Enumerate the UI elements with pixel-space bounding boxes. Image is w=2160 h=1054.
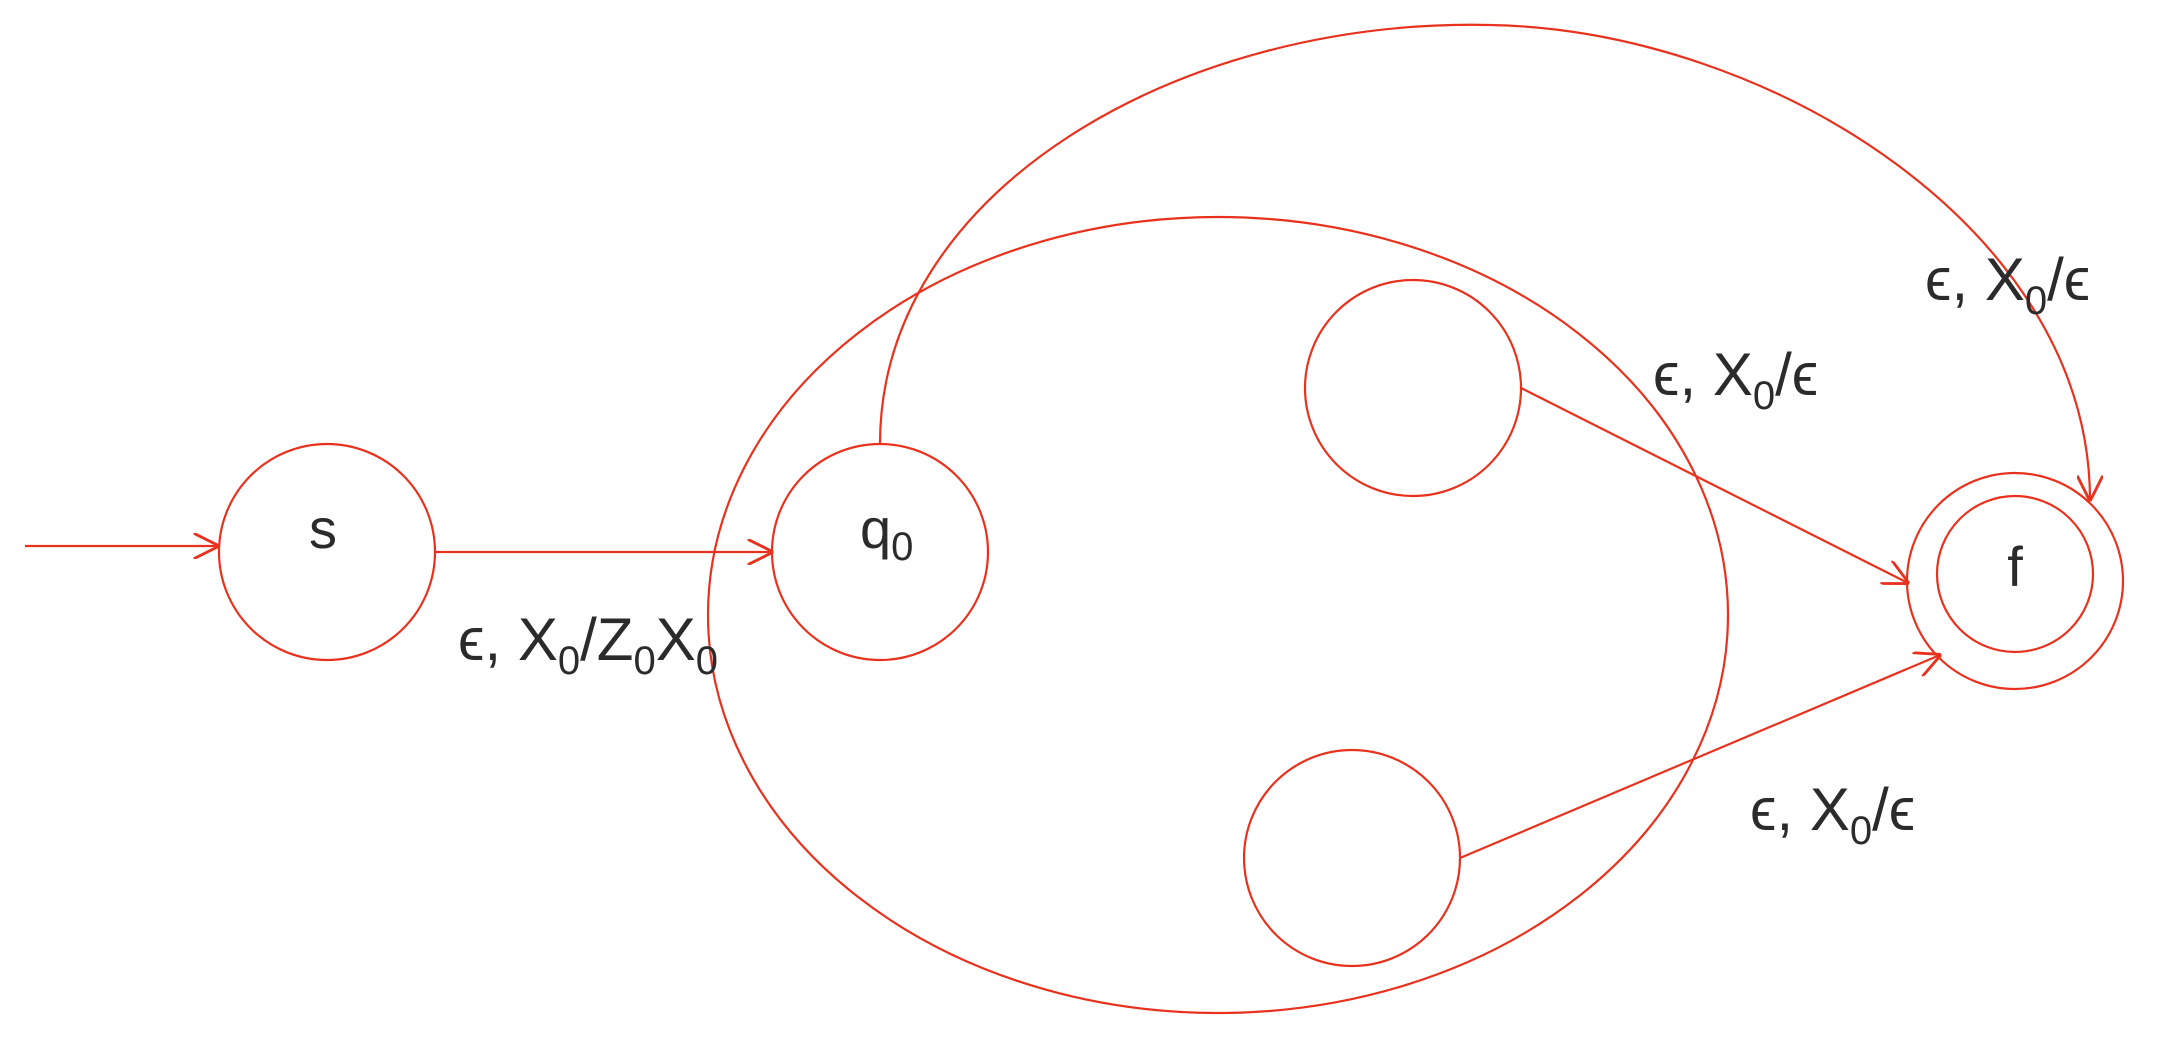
edge-label-part: 0 xyxy=(696,639,718,683)
edge-label-part: /ϵ xyxy=(2047,246,2090,313)
edge-label-part: /Z xyxy=(580,606,633,673)
edge-label-s-q0: ϵ, X0/Z0X0 xyxy=(458,606,718,683)
edge-label-inner-a-f: ϵ, X0/ϵ xyxy=(1653,341,1818,418)
edge-label-part: ϵ, X xyxy=(1925,246,2025,313)
state-q0-label: q0 xyxy=(860,497,913,569)
edge-label-inner-b-f: ϵ, X0/ϵ xyxy=(1750,776,1915,853)
edge-label-q0-f: ϵ, X0/ϵ xyxy=(1925,246,2090,323)
state-s-label: s xyxy=(309,497,337,560)
state-inner-a-circle[interactable] xyxy=(1303,278,1523,498)
edge-inner-a-f xyxy=(1520,387,1908,583)
edge-label-part: /ϵ xyxy=(1872,776,1915,843)
edge-label-part: ϵ, X xyxy=(1653,341,1753,408)
edge-label-part: ϵ, X xyxy=(458,606,558,673)
edge-label-part: 0 xyxy=(1850,809,1872,853)
edge-label-part: ϵ, X xyxy=(1750,776,1850,843)
state-f-label: f xyxy=(2007,535,2023,598)
edge-label-part: /ϵ xyxy=(1775,341,1818,408)
state-f-inner-circle xyxy=(1935,494,2095,654)
edge-label-part: 0 xyxy=(558,639,580,683)
state-inner-b-circle[interactable] xyxy=(1242,748,1462,968)
edge-q0-f xyxy=(878,23,2090,500)
edge-label-part: 0 xyxy=(2025,279,2047,323)
edge-inner-b-f xyxy=(1459,655,1940,860)
edge-label-part: 0 xyxy=(633,639,655,683)
original-pda-boundary xyxy=(706,215,1730,1015)
edge-label-part: X xyxy=(656,606,696,673)
edge-label-part: 0 xyxy=(1753,374,1775,418)
